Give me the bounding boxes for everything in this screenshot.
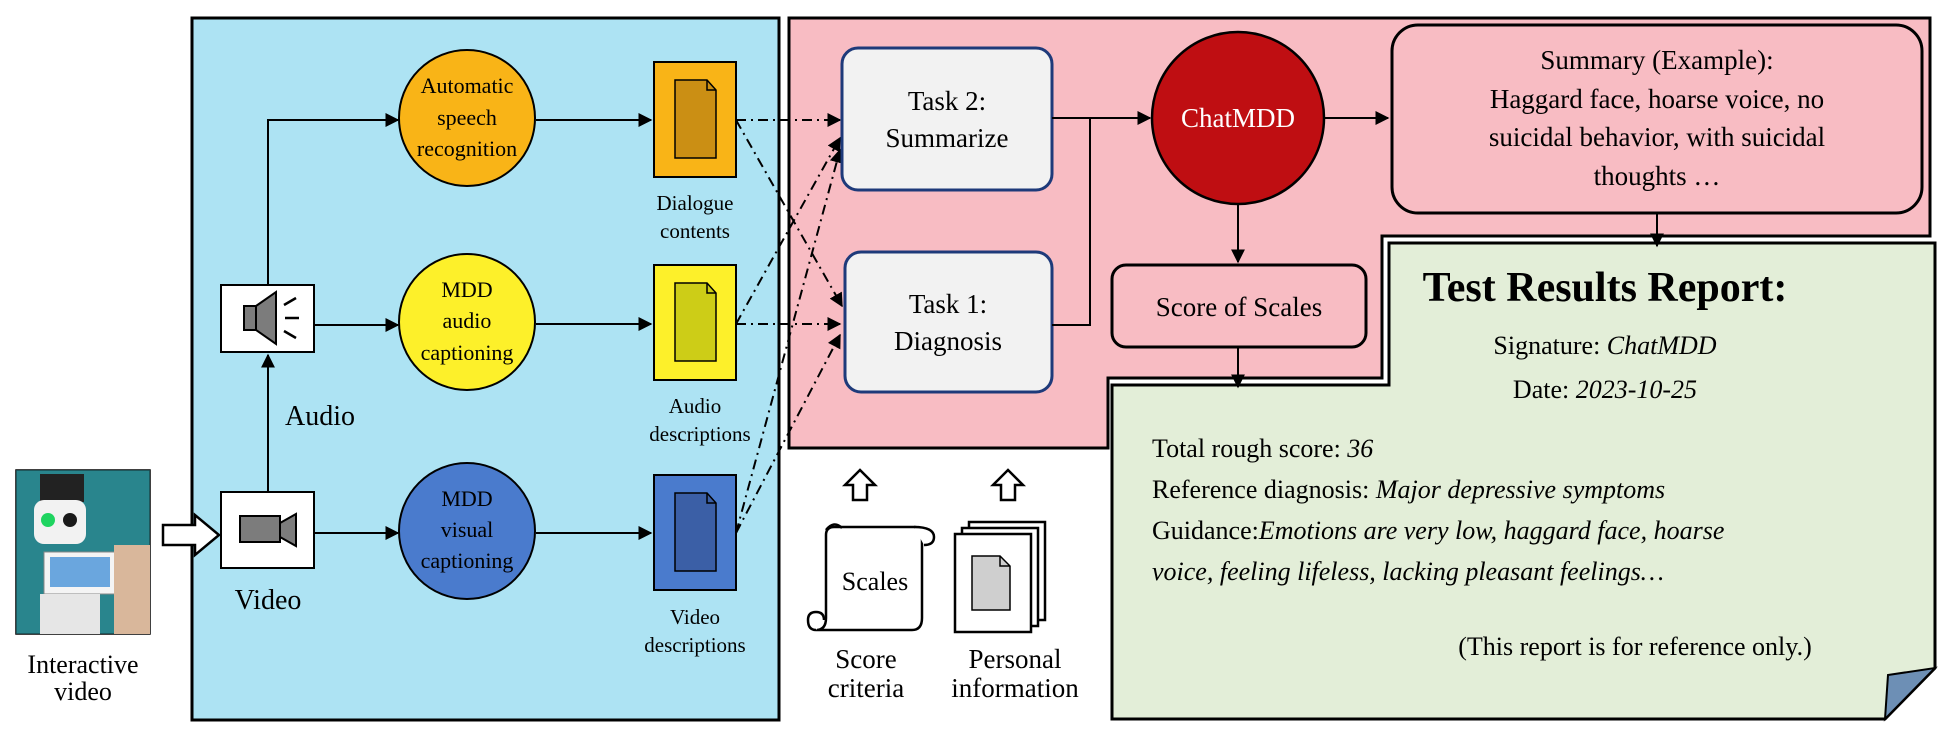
personal-info-line-2: information	[951, 673, 1079, 703]
reference-label: Reference diagnosis:	[1152, 475, 1376, 504]
task2-box	[840, 46, 1054, 192]
signature-value: ChatMDD	[1607, 331, 1717, 360]
task1-line-2: Diagnosis	[894, 326, 1002, 356]
summary-line-2: suicidal behavior, with suicidal	[1489, 122, 1825, 152]
task2-line-2: Summarize	[886, 123, 1009, 153]
arrow-task1-to-chatmdd	[1052, 118, 1091, 326]
report-guidance: Guidance:Emotions are very low, haggard …	[1152, 516, 1724, 545]
total-label: Total rough score:	[1152, 434, 1347, 463]
audio-captioning-line-3: captioning	[421, 340, 514, 365]
reference-value: Major depressive symptoms	[1375, 475, 1665, 504]
interactive-video-label-2: video	[54, 677, 112, 706]
audio-desc-label-1: Audio	[669, 394, 722, 418]
scales-label: Scales	[842, 567, 908, 596]
audio-desc-doc	[653, 264, 737, 381]
report-disclaimer: (This report is for reference only.)	[1458, 632, 1812, 661]
speaker-icon	[243, 290, 299, 346]
video-desc-label-1: Video	[670, 605, 720, 629]
visual-captioning-line-1: MDD	[441, 486, 492, 511]
video-desc-doc	[653, 474, 737, 591]
report-title: Test Results Report:	[1423, 265, 1788, 311]
score-criteria-line-1: Score	[835, 644, 896, 674]
report-total-score: Total rough score: 36	[1152, 434, 1373, 463]
score-of-scales-label: Score of Scales	[1156, 292, 1322, 322]
report-reference-diagnosis: Reference diagnosis: Major depressive sy…	[1152, 475, 1665, 504]
document-stack-icon	[953, 520, 1047, 634]
guidance-value-1: Emotions are very low, haggard face, hoa…	[1258, 516, 1725, 545]
audio-captioning-line-2: audio	[443, 308, 492, 333]
task1-box	[843, 250, 1054, 394]
report-guidance-line-2: voice, feeling lifeless, lacking pleasan…	[1152, 557, 1664, 586]
video-label: Video	[235, 585, 302, 616]
report-date: Date: 2023-10-25	[1513, 375, 1697, 404]
asr-line-2: speech	[437, 105, 497, 130]
asr-node	[398, 49, 536, 187]
date-label: Date:	[1513, 375, 1576, 404]
report-signature: Signature: ChatMDD	[1493, 331, 1716, 360]
report-panel	[1110, 241, 1937, 721]
video-camera-icon	[239, 512, 297, 548]
dialogue-label-1: Dialogue	[657, 191, 734, 215]
arrow-audio-to-asr	[267, 113, 400, 285]
score-criteria-line-2: criteria	[828, 673, 904, 703]
total-value: 36	[1346, 434, 1373, 463]
task2-line-1: Task 2:	[908, 86, 986, 116]
dashdot-video-to-task2	[735, 148, 844, 534]
signature-label: Signature:	[1493, 331, 1606, 360]
dialogue-label-2: contents	[660, 219, 730, 243]
page-curl	[1883, 666, 1938, 722]
dashdot-audio-to-task2	[735, 136, 841, 325]
audio-captioning-line-1: MDD	[441, 277, 492, 302]
summary-line-3: thoughts …	[1594, 161, 1721, 191]
audio-label: Audio	[285, 401, 355, 432]
asr-line-3: recognition	[417, 136, 517, 161]
visual-captioning-line-3: captioning	[421, 548, 514, 573]
hollow-up-arrow-scales	[841, 468, 879, 502]
chatmdd-label: ChatMDD	[1181, 103, 1295, 133]
dialogue-doc	[653, 61, 737, 178]
interactive-video-thumbnail	[15, 469, 151, 635]
dashdot-dialogue-to-task1	[735, 119, 843, 308]
input-arrow	[161, 512, 221, 558]
visual-captioning-line-2: visual	[441, 517, 494, 542]
task1-line-1: Task 1:	[909, 289, 987, 319]
summary-title: Summary (Example):	[1540, 45, 1773, 75]
audio-captioning-node	[398, 253, 536, 391]
audio-desc-label-2: descriptions	[649, 422, 750, 446]
hollow-up-arrow-personal	[989, 468, 1027, 502]
interactive-video-label: Interactive	[27, 650, 138, 679]
personal-info-line-1: Personal	[969, 644, 1062, 674]
guidance-label: Guidance:	[1152, 516, 1259, 545]
summary-line-1: Haggard face, hoarse voice, no	[1490, 84, 1824, 114]
video-desc-label-2: descriptions	[644, 633, 745, 657]
scroll-icon	[806, 523, 936, 632]
dashdot-video-to-task1	[735, 333, 841, 534]
date-value: 2023-10-25	[1576, 375, 1697, 404]
asr-line-1: Automatic	[421, 73, 514, 98]
visual-captioning-node	[398, 462, 536, 600]
